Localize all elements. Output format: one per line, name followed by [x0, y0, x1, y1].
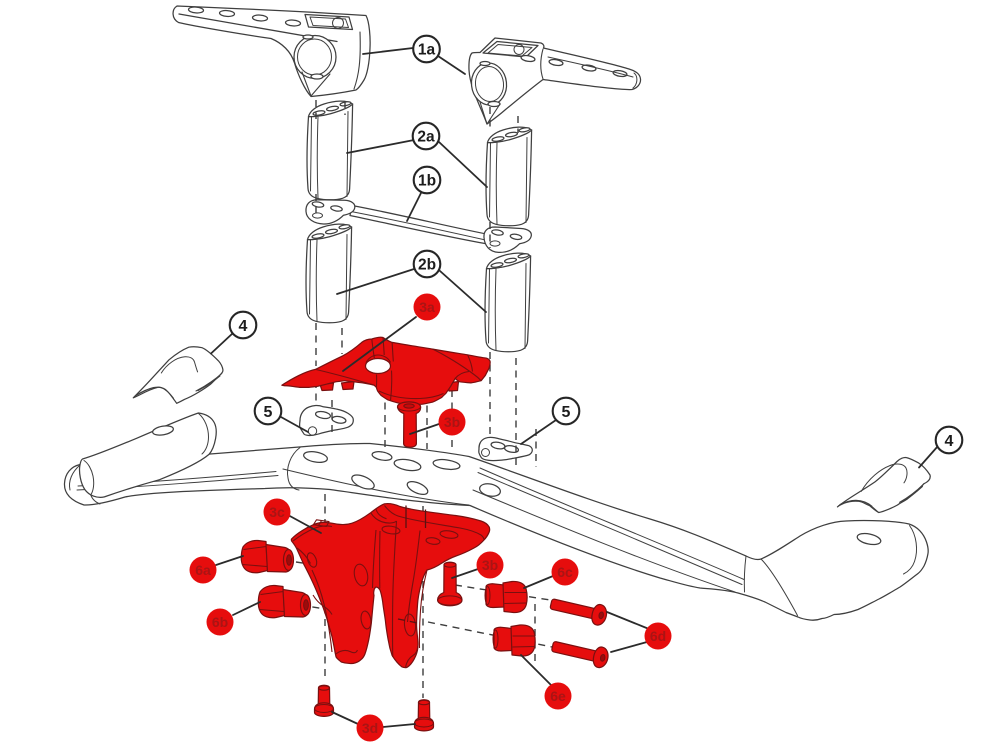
- svg-text:2a: 2a: [417, 129, 435, 146]
- svg-text:3d: 3d: [362, 720, 378, 736]
- svg-text:3a: 3a: [419, 299, 435, 315]
- svg-text:1b: 1b: [418, 173, 436, 190]
- svg-text:4: 4: [945, 433, 954, 450]
- svg-text:1a: 1a: [418, 42, 436, 59]
- svg-text:6e: 6e: [550, 688, 566, 704]
- svg-text:3c: 3c: [269, 504, 285, 520]
- svg-text:5: 5: [562, 404, 571, 421]
- svg-text:5: 5: [264, 404, 273, 421]
- svg-text:4: 4: [239, 318, 248, 335]
- svg-text:3b: 3b: [482, 557, 498, 573]
- svg-text:6d: 6d: [650, 628, 666, 644]
- svg-text:3b: 3b: [444, 414, 460, 430]
- svg-text:6c: 6c: [557, 564, 573, 580]
- svg-text:6a: 6a: [195, 562, 211, 578]
- svg-text:2b: 2b: [418, 257, 436, 274]
- svg-text:6b: 6b: [212, 614, 228, 630]
